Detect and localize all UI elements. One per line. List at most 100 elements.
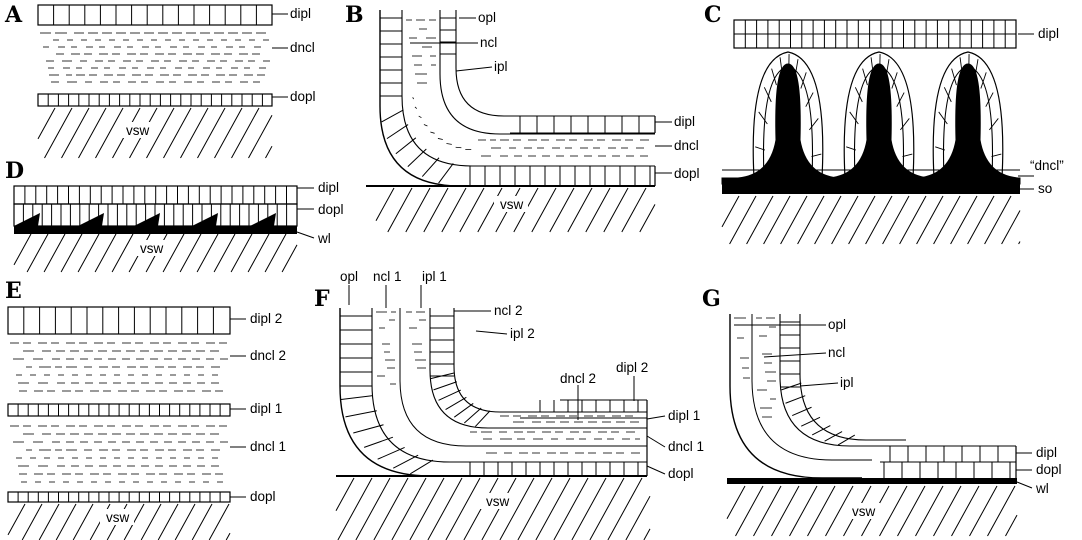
panel-g-vsw-bg <box>846 503 880 519</box>
panel-b-letter: B <box>345 2 364 28</box>
panel-f-leader-dopl <box>646 465 666 475</box>
panel-c-vsw-hatch <box>763 195 791 245</box>
panel-a-letter: A <box>4 2 23 28</box>
panel-g-layer-boundary <box>799 314 906 441</box>
panel-f-corner-cell-wall-inner <box>474 410 491 427</box>
panel-b-corner-cell-wall <box>386 124 409 140</box>
panel-a-label-dipl: dipl <box>290 6 311 21</box>
panel-b-label-ipl: ipl <box>494 59 508 74</box>
panel-a-vsw-hatch <box>197 107 226 159</box>
panel-b-label-ncl: ncl <box>480 35 497 50</box>
panel-f-corner-cell-wall-inner <box>438 389 461 401</box>
panel-b-label-vsw: vsw <box>500 197 524 212</box>
panel-a-label-dopl: dopl <box>290 89 316 104</box>
panel-f-vsw-hatch <box>391 477 427 540</box>
panel-b-corner-dash <box>412 97 414 100</box>
panel-c-fold-cell-wall <box>959 57 963 75</box>
panel-d-vsw-bg <box>134 240 168 256</box>
panel-c-vsw-hatch <box>797 195 825 245</box>
panel-d-label-vsw: vsw <box>140 241 164 256</box>
panel-c-so-core <box>721 63 1021 185</box>
panel-c-substrate <box>721 195 1021 245</box>
panel-c-fold-inner <box>943 65 993 179</box>
panel-g-label-vsw: vsw <box>852 504 876 519</box>
panel-c-vsw-hatch <box>882 195 910 245</box>
panel-c-vsw-hatch <box>848 195 876 245</box>
panel-c-vsw-hatch <box>916 195 944 245</box>
panel-f-leader-ipl2 <box>475 330 508 335</box>
panel-g-vsw-hatch <box>771 485 800 537</box>
panel-b-vsw-hatch <box>621 187 647 233</box>
panel-c-fold-cell-wall <box>758 111 768 125</box>
panel-a-vsw-hatch <box>180 107 209 159</box>
panel-c-vsw-hatch <box>950 195 978 245</box>
panel-d-wedge <box>250 213 276 226</box>
panel-a-vsw-hatch <box>37 107 56 140</box>
panel-g-corner-cell-wall <box>785 395 806 404</box>
panel-g-corner-cell-wall <box>781 382 802 391</box>
panel-a-vsw-hatch <box>248 115 273 159</box>
panel-g-vsw-hatch <box>789 485 818 537</box>
panel-e-vsw-hatch <box>72 503 94 540</box>
panel-f-corner-cell-wall-inner <box>453 403 474 418</box>
panel-b-vsw-hatch <box>585 187 611 233</box>
panel-g-corner-cell-wall <box>824 431 843 442</box>
panel-a-label-vsw: vsw <box>126 123 150 138</box>
panel-d-vsw-hatch <box>94 233 117 273</box>
panel-g-vsw-hatch <box>807 485 836 537</box>
panel-b-layer-boundary <box>379 10 655 187</box>
panel-b-corner-cell-wall <box>381 109 404 123</box>
panel-c-fold-cell-wall <box>938 111 948 125</box>
panel-b-vsw-hatch <box>549 187 575 233</box>
panel-b-vsw-hatch <box>405 187 431 233</box>
panel-e-dopl-layer <box>7 491 231 503</box>
panel-b-corner-dash <box>430 131 435 134</box>
panel-e-vsw-hatch <box>55 503 77 540</box>
panel-f-vsw-hatch <box>409 477 445 540</box>
panel-g-vsw-hatch <box>951 485 980 537</box>
panel-e-label-vsw: vsw <box>106 510 130 525</box>
panel-c-fold-cell-wall <box>991 153 1002 157</box>
panel-f-layer-boundary <box>429 308 647 429</box>
panel-f-label-dncl2: dncl 2 <box>560 371 596 386</box>
panel-d-vsw-hatch <box>196 233 219 273</box>
panel-d-vsw-hatch <box>162 233 185 273</box>
panel-d-vsw-hatch <box>77 233 100 273</box>
panel-f-vsw-hatch <box>553 477 589 540</box>
panel-a-vsw-hatch <box>95 107 124 159</box>
panel-g-leader-wl <box>1016 481 1033 489</box>
panel-b-corner-dash <box>423 124 428 127</box>
panel-f-layer-boundary <box>339 308 647 477</box>
panel-b-substrate <box>375 187 656 233</box>
panel-c-fold-cell-wall <box>771 68 777 86</box>
panel-c-fold-cell-wall <box>943 87 952 103</box>
panel-c-fold-cell-wall <box>896 92 905 107</box>
panel-a-dipl-outline <box>37 4 273 26</box>
panel-g-label-opl: opl <box>828 317 846 332</box>
panel-f-vsw-hatch <box>517 477 553 540</box>
panel-f-label-ipl1: ipl 1 <box>422 269 447 284</box>
panel-c-vsw-hatch <box>933 195 961 245</box>
panel-d-leader-wl <box>296 231 315 239</box>
panel-b-vsw-hatch <box>387 187 413 233</box>
panel-e: E dipl 2 dncl 2 dipl 1 dncl 1 dopl vsw <box>5 278 286 540</box>
panel-f-vsw-hatch <box>337 477 373 540</box>
panel-a-dopl-layer <box>37 93 273 107</box>
panel-c-dipl-layer <box>733 19 1017 49</box>
panel-e-vsw-hatch <box>21 503 43 540</box>
panel-f-label-dipl2: dipl 2 <box>616 360 648 375</box>
panel-b-corner-dash <box>418 115 422 119</box>
panel-g-corner-cell-wall <box>837 434 856 446</box>
panel-c-fold-inner <box>854 65 904 179</box>
panel-f-vsw-hatch <box>571 477 607 540</box>
panel-b-corner-dash <box>437 138 443 140</box>
panel-f-label-opl: opl <box>340 269 358 284</box>
panel-f-label-vsw: vsw <box>486 494 510 509</box>
panel-a-vsw-hatch <box>78 107 107 159</box>
panel-a-vsw-hatch <box>44 107 73 159</box>
panel-e-label-dncl1: dncl 1 <box>250 439 286 454</box>
panel-g-vsw-hatch <box>825 485 854 537</box>
panel-c-fold-outer <box>752 51 824 179</box>
panel-b-corner-dash <box>446 143 452 145</box>
panel-g-corner-cell-wall <box>792 406 812 416</box>
